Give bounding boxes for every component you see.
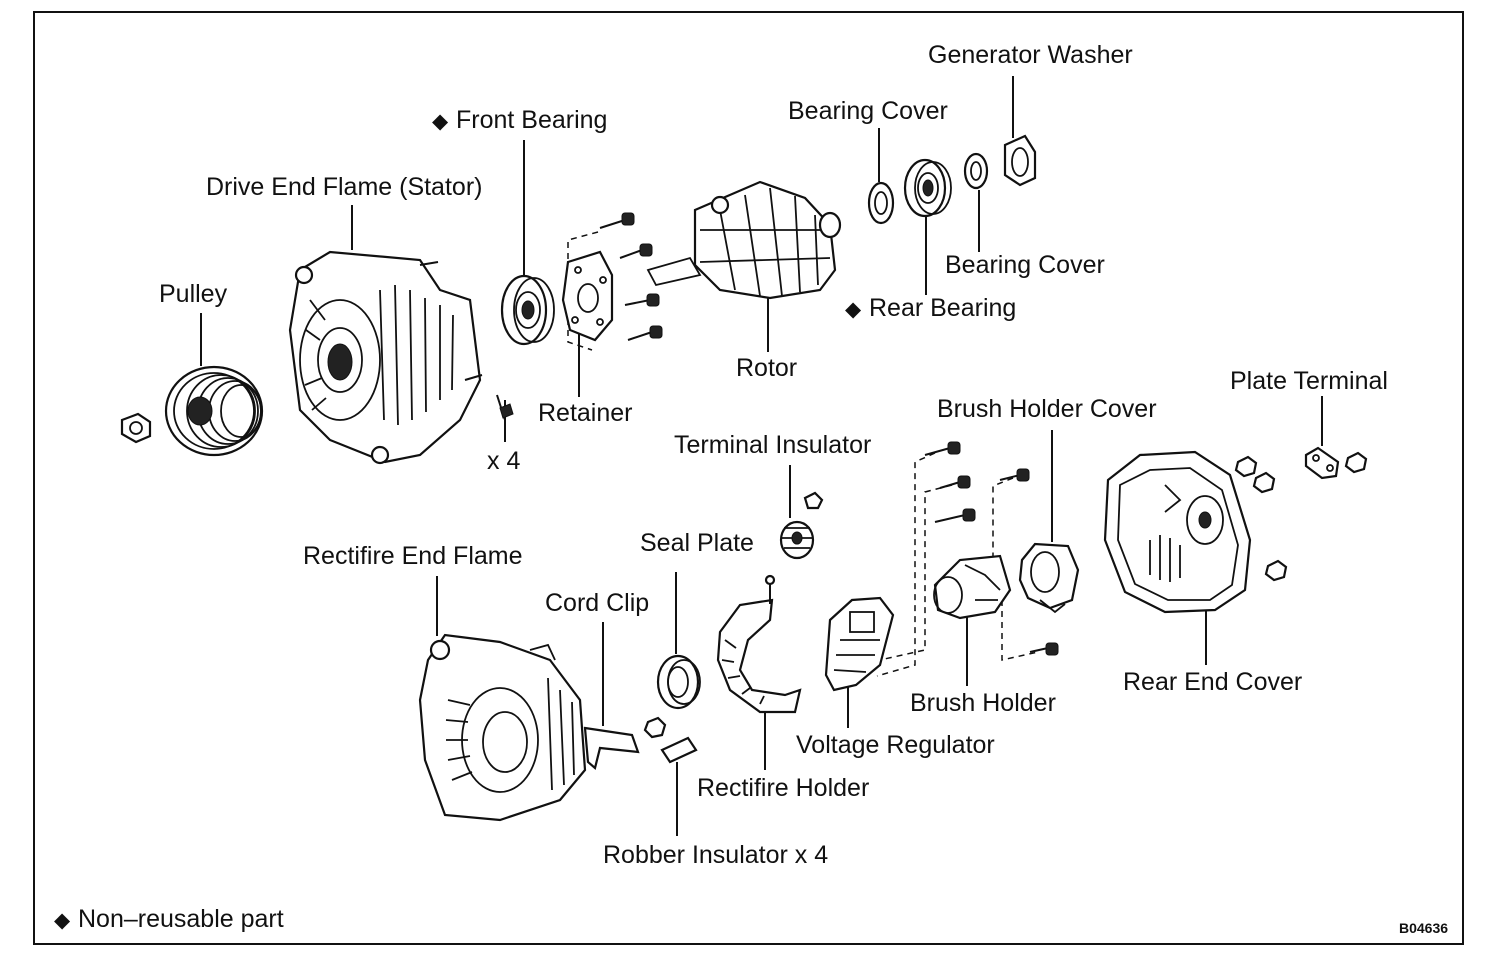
label-brush-holder: Brush Holder (910, 689, 1056, 717)
label-cord-clip: Cord Clip (545, 589, 650, 617)
nut-part (120, 412, 152, 444)
label-x4: x 4 (487, 447, 521, 475)
rectifier-holder-part (716, 574, 802, 714)
legend-text: Non–reusable part (78, 905, 284, 933)
rear-end-cover-part (1103, 450, 1252, 614)
rear-cover-nuts (1234, 455, 1288, 582)
through-bolt-part (496, 394, 514, 421)
label-brush-holder-cover: Brush Holder Cover (937, 395, 1157, 423)
small-nut-part (643, 716, 667, 739)
label-pulley: Pulley (159, 280, 228, 308)
brush-holder-cover-part (1018, 542, 1080, 614)
label-bearing-cover-top: Bearing Cover (788, 97, 948, 125)
label-generator-washer: Generator Washer (928, 41, 1133, 69)
label-front-bearing: ◆ Front Bearing (432, 106, 607, 136)
drive-end-frame-part (288, 250, 483, 465)
label-rear-end-cover: Rear End Cover (1123, 668, 1303, 696)
label-rectifire-holder: Rectifire Holder (697, 774, 870, 802)
voltage-regulator-part (824, 596, 895, 692)
generator-washer-part (1003, 134, 1037, 187)
rectifier-end-frame-part (418, 633, 587, 822)
seal-plate-part (656, 654, 701, 710)
label-robber-insulator: Robber Insulator x 4 (603, 841, 829, 869)
regulator-screws (924, 441, 1059, 656)
label-rotor: Rotor (736, 354, 798, 382)
rear-bearing-part (903, 158, 952, 218)
label-rectifire-end-flame: Rectifire End Flame (303, 542, 523, 570)
label-rear-bearing: ◆ Rear Bearing (845, 294, 1016, 324)
retainer-part (561, 250, 614, 342)
brush-holder-part (933, 554, 1012, 620)
legend: ◆ Non–reusable part (54, 905, 284, 935)
bearing-cover-top-part (867, 181, 895, 225)
nonreusable-mark: ◆ (845, 298, 862, 321)
figure-code: B04636 (1399, 920, 1449, 936)
front-bearing-part (500, 274, 555, 346)
cord-clip-part (583, 726, 640, 770)
label-bearing-cover-mid: Bearing Cover (945, 251, 1105, 279)
rubber-insulator-part (660, 736, 698, 764)
retainer-screws (599, 212, 663, 341)
legend-mark: ◆ (54, 909, 71, 932)
label-rear-bearing-text: Rear Bearing (869, 294, 1017, 322)
pulley-part (164, 365, 264, 457)
label-front-bearing-text: Front Bearing (456, 106, 608, 134)
label-plate-terminal: Plate Terminal (1230, 367, 1388, 395)
diagram-frame (33, 11, 1464, 945)
rotor-part (646, 180, 842, 300)
terminal-insulator-part (779, 491, 824, 560)
label-terminal-insulator: Terminal Insulator (674, 431, 872, 459)
label-retainer: Retainer (538, 399, 633, 427)
label-seal-plate: Seal Plate (640, 529, 754, 557)
bearing-cover-mid-part (963, 152, 989, 190)
label-drive-end-flame: Drive End Flame (Stator) (206, 173, 483, 201)
nonreusable-mark: ◆ (432, 110, 449, 133)
label-voltage-regulator: Voltage Regulator (796, 731, 995, 759)
plate-terminal-part (1304, 446, 1368, 480)
